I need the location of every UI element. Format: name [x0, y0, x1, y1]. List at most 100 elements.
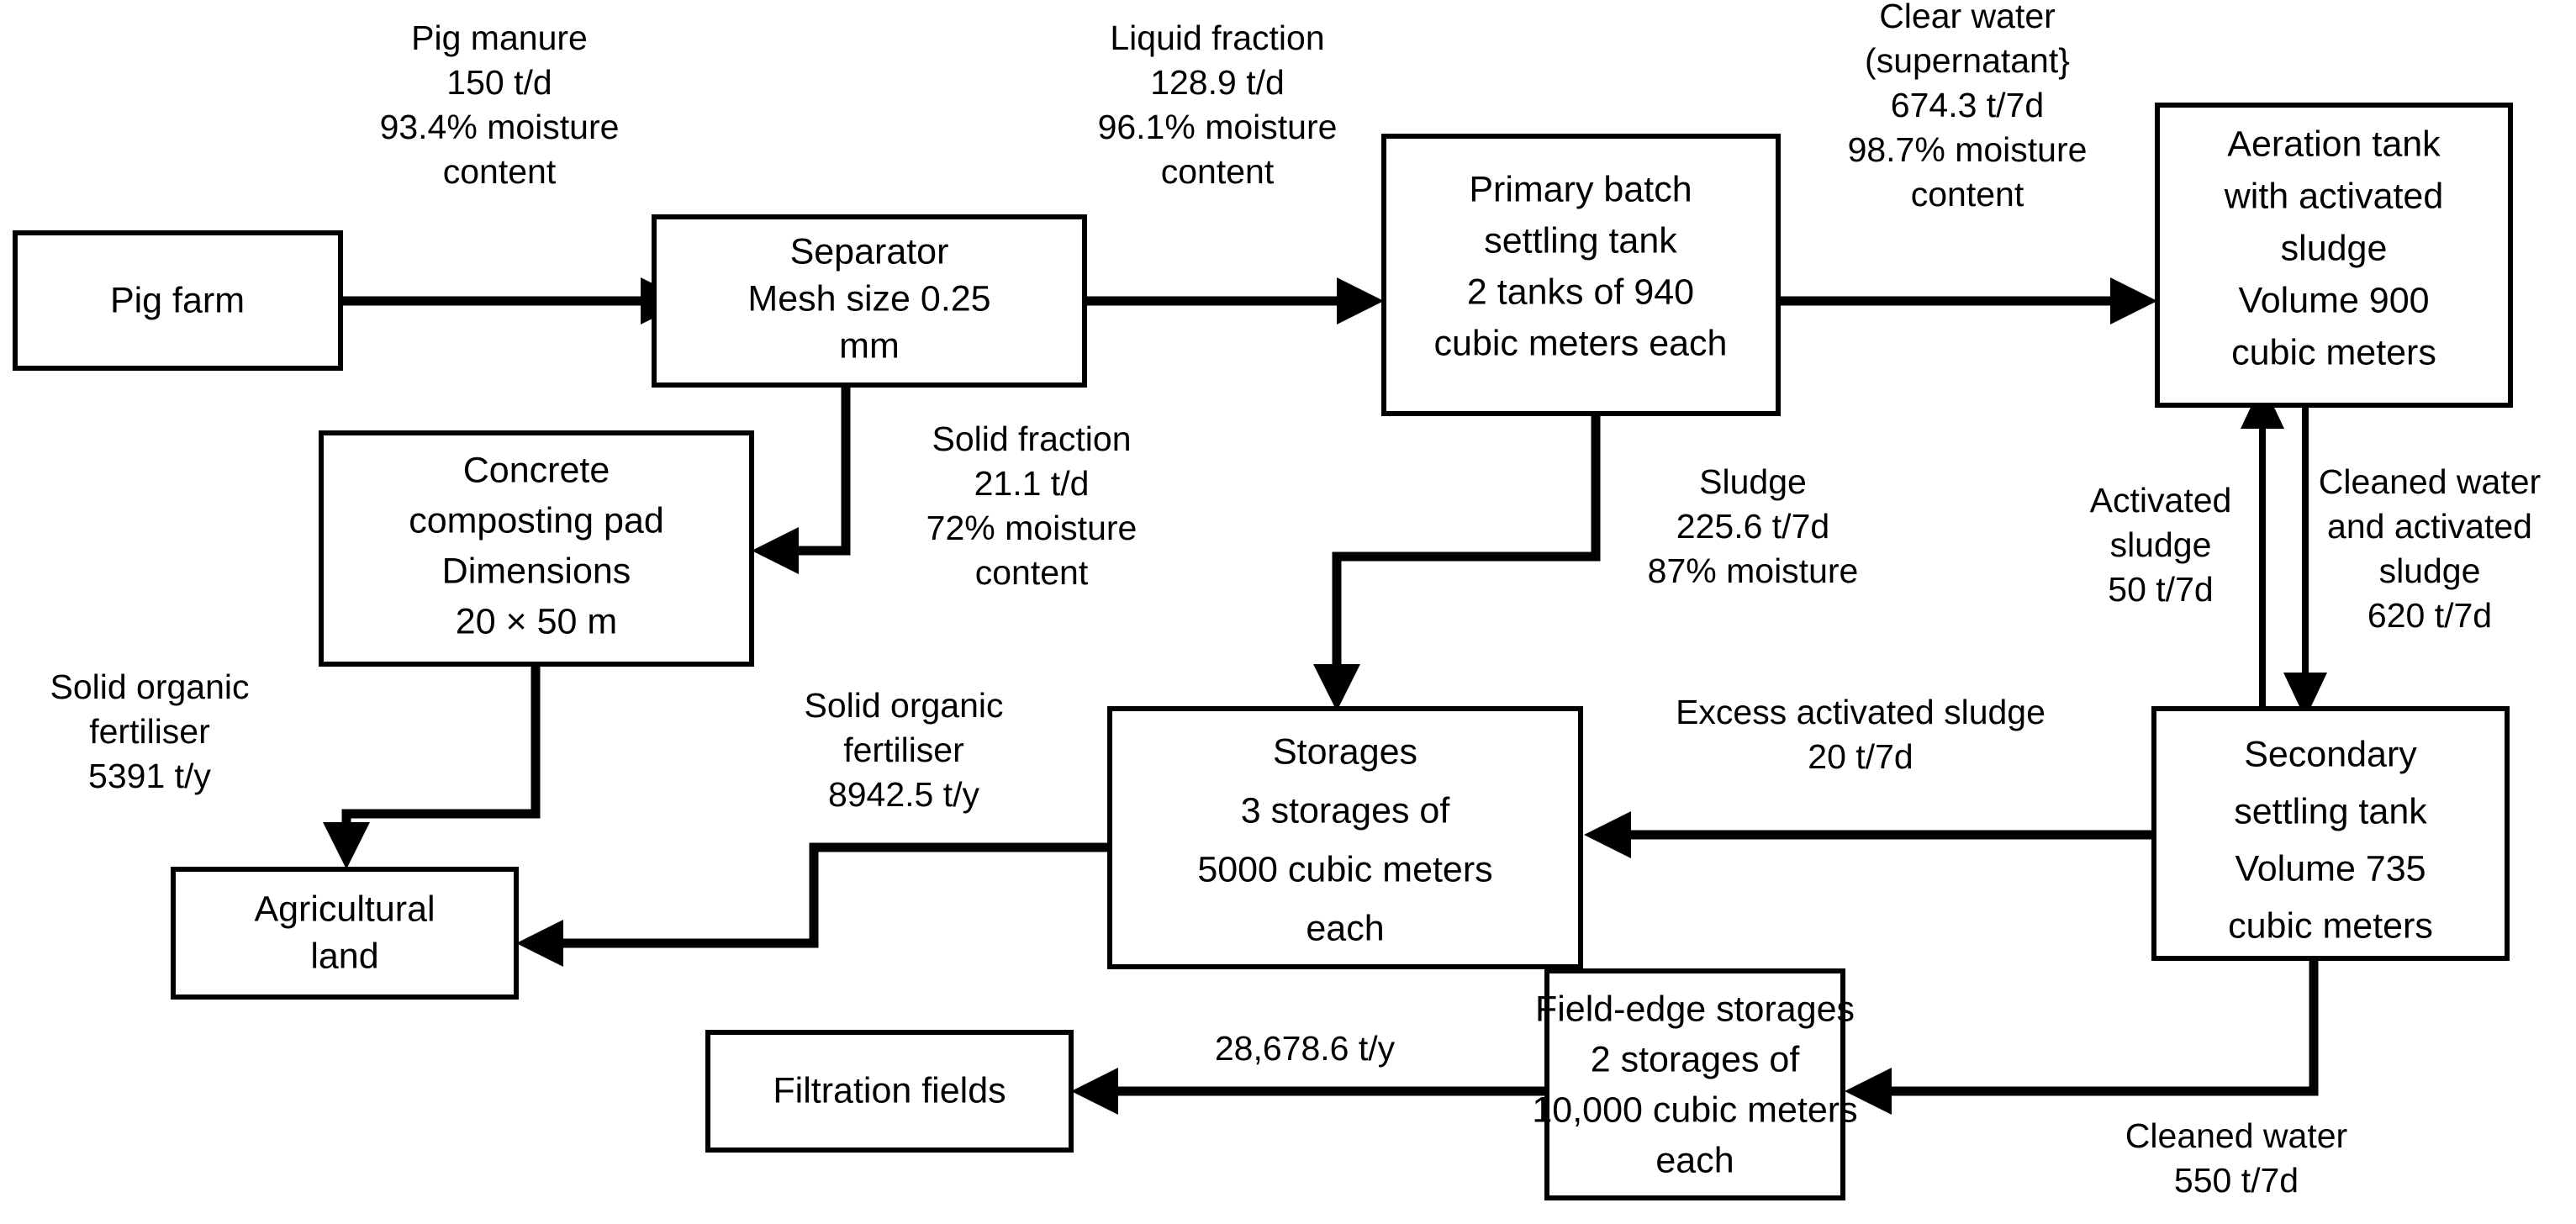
- label-field-edge-output: 28,678.6 t/y: [1215, 1029, 1396, 1068]
- node-aeration-line-1: with activated: [2224, 176, 2444, 216]
- edge-pig-farm-to-separator: [340, 277, 688, 324]
- label-solid-organic-fertiliser-composting: Solid organic fertiliser 5391 t/y: [50, 667, 249, 795]
- node-secondary-line-0: Secondary: [2244, 734, 2417, 774]
- edge-aeration-to-secondary: [2283, 405, 2327, 719]
- node-filtration-line-0: Filtration fields: [773, 1070, 1006, 1111]
- label-solid-fraction-line-0: Solid fraction: [932, 419, 1131, 458]
- label-sof1-line-1: fertiliser: [89, 712, 210, 751]
- label-activated-sludge: Activated sludge 50 t/7d: [2090, 481, 2232, 609]
- arrow-head-icon: [1845, 1068, 1892, 1115]
- label-cleaned-water-line-1: 550 t/7d: [2174, 1161, 2299, 1200]
- label-eas-line-0: Excess activated sludge: [1676, 693, 2045, 731]
- label-sof2-line-1: fertiliser: [843, 731, 964, 769]
- label-solid-fraction-line-2: 72% moisture: [926, 509, 1138, 547]
- node-storages-line-3: each: [1306, 908, 1384, 948]
- label-liquid-fraction-line-0: Liquid fraction: [1110, 18, 1324, 57]
- label-feo-line-0: 28,678.6 t/y: [1215, 1029, 1396, 1068]
- label-liquid-fraction-line-3: content: [1161, 152, 1275, 191]
- label-clear-water-line-3: 98.7% moisture: [1848, 130, 2088, 169]
- label-sludge-line-2: 87% moisture: [1648, 551, 1859, 590]
- arrow-head-icon: [752, 527, 799, 574]
- node-pig-farm[interactable]: Pig farm: [13, 230, 343, 371]
- label-clear-water-line-4: content: [1911, 175, 2024, 214]
- label-cleaned-water-line-0: Cleaned water: [2125, 1116, 2347, 1155]
- label-sof1-line-0: Solid organic: [50, 667, 249, 706]
- edge-separator-to-primary: [1085, 277, 1384, 324]
- label-solid-fraction-line-1: 21.1 t/d: [974, 464, 1090, 503]
- node-storages[interactable]: Storages 3 storages of 5000 cubic meters…: [1107, 706, 1583, 969]
- node-aeration-tank[interactable]: Aeration tank with activated sludge Volu…: [2155, 103, 2513, 408]
- label-pig-manure-line-3: content: [443, 152, 557, 191]
- label-pig-manure-line-1: 150 t/d: [446, 63, 552, 102]
- node-composting-line-3: 20 × 50 m: [456, 601, 617, 641]
- node-storages-line-1: 3 storages of: [1241, 790, 1451, 831]
- label-cw-as-line-2: sludge: [2379, 551, 2481, 590]
- label-clear-water-line-0: Clear water: [1879, 0, 2056, 35]
- node-composting-line-0: Concrete: [463, 450, 610, 490]
- node-filtration-fields[interactable]: Filtration fields: [705, 1030, 1074, 1153]
- node-secondary-line-2: Volume 735: [2235, 848, 2426, 889]
- edge-primary-to-storages: [1313, 414, 1601, 711]
- node-composting-line-2: Dimensions: [442, 551, 631, 591]
- arrow-head-icon: [323, 822, 370, 869]
- node-separator[interactable]: Separator Mesh size 0.25 mm: [652, 214, 1087, 388]
- edge-field-edge-storages-to-filtration-fields: [1071, 1068, 1547, 1115]
- edge-secondary-to-aeration: [2241, 382, 2284, 710]
- label-cleaned-water: Cleaned water 550 t/7d: [2125, 1116, 2347, 1200]
- arrow-head-icon: [1313, 664, 1360, 711]
- node-agricultural-line-1: land: [310, 936, 378, 976]
- label-solid-organic-fertiliser-storages: Solid organic fertiliser 8942.5 t/y: [804, 686, 1003, 814]
- label-sof2-line-2: 8942.5 t/y: [828, 775, 980, 814]
- label-sludge: Sludge 225.6 t/7d 87% moisture: [1648, 462, 1859, 590]
- label-solid-fraction-line-3: content: [975, 553, 1089, 592]
- node-secondary-line-1: settling tank: [2234, 791, 2427, 831]
- node-primary-line-3: cubic meters each: [1434, 323, 1728, 363]
- label-eas-line-1: 20 t/7d: [1808, 737, 1913, 776]
- label-cw-as-line-0: Cleaned water: [2319, 462, 2541, 501]
- label-sludge-line-0: Sludge: [1699, 462, 1807, 501]
- arrow-head-icon: [2110, 277, 2157, 324]
- edge-storages-to-agricultural-land: [516, 842, 1110, 967]
- edge-secondary-to-storages: [1584, 811, 2154, 858]
- label-liquid-fraction-line-1: 128.9 t/d: [1150, 63, 1285, 102]
- node-agricultural-line-0: Agricultural: [254, 889, 435, 929]
- label-sof2-line-0: Solid organic: [804, 686, 1003, 725]
- node-aeration-line-0: Aeration tank: [2227, 124, 2441, 164]
- label-activated-sludge-line-0: Activated: [2090, 481, 2232, 520]
- edge-separator-to-composting-pad: [752, 385, 851, 574]
- node-field-edge-line-0: Field-edge storages: [1535, 989, 1855, 1029]
- arrow-head-icon: [1337, 277, 1384, 324]
- arrow-head-icon: [1584, 811, 1631, 858]
- label-activated-sludge-line-2: 50 t/7d: [2108, 570, 2213, 609]
- node-aeration-line-2: sludge: [2281, 228, 2388, 268]
- node-primary-line-1: settling tank: [1484, 220, 1677, 261]
- arrow-head-icon: [1071, 1068, 1118, 1115]
- node-field-edge-storages[interactable]: Field-edge storages 2 storages of 10,000…: [1532, 968, 1858, 1200]
- node-primary-line-2: 2 tanks of 940: [1467, 272, 1694, 312]
- node-separator-line-1: Mesh size 0.25: [747, 278, 990, 319]
- edge-composting-pad-to-agricultural-land: [323, 664, 541, 869]
- label-clear-water: Clear water (supernatant} 674.3 t/7d 98.…: [1848, 0, 2088, 214]
- node-aeration-line-3: Volume 900: [2238, 280, 2429, 320]
- label-pig-manure-line-2: 93.4% moisture: [380, 108, 620, 146]
- node-field-edge-line-1: 2 storages of: [1591, 1039, 1801, 1079]
- node-separator-line-0: Separator: [790, 231, 949, 272]
- node-field-edge-line-3: each: [1655, 1140, 1734, 1180]
- node-composting-line-1: composting pad: [409, 500, 664, 541]
- edge-secondary-to-field-edge-storages: [1845, 958, 2319, 1115]
- label-activated-sludge-line-1: sludge: [2110, 525, 2212, 564]
- label-sof1-line-2: 5391 t/y: [88, 757, 211, 795]
- node-composting-pad[interactable]: Concrete composting pad Dimensions 20 × …: [319, 430, 754, 667]
- label-clear-water-line-1: (supernatant}: [1865, 41, 2070, 80]
- label-cleaned-water-activated-sludge: Cleaned water and activated sludge 620 t…: [2319, 462, 2541, 635]
- label-solid-fraction: Solid fraction 21.1 t/d 72% moisture con…: [926, 419, 1138, 592]
- label-pig-manure: Pig manure 150 t/d 93.4% moisture conten…: [380, 18, 620, 191]
- node-agricultural-land[interactable]: Agricultural land: [171, 867, 519, 1000]
- node-secondary-settling-tank[interactable]: Secondary settling tank Volume 735 cubic…: [2151, 706, 2510, 961]
- node-primary-settling-tank[interactable]: Primary batch settling tank 2 tanks of 9…: [1381, 134, 1781, 416]
- label-cw-as-line-1: and activated: [2327, 507, 2532, 546]
- node-field-edge-line-2: 10,000 cubic meters: [1532, 1089, 1857, 1130]
- node-aeration-line-4: cubic meters: [2231, 332, 2436, 372]
- label-liquid-fraction-line-2: 96.1% moisture: [1098, 108, 1338, 146]
